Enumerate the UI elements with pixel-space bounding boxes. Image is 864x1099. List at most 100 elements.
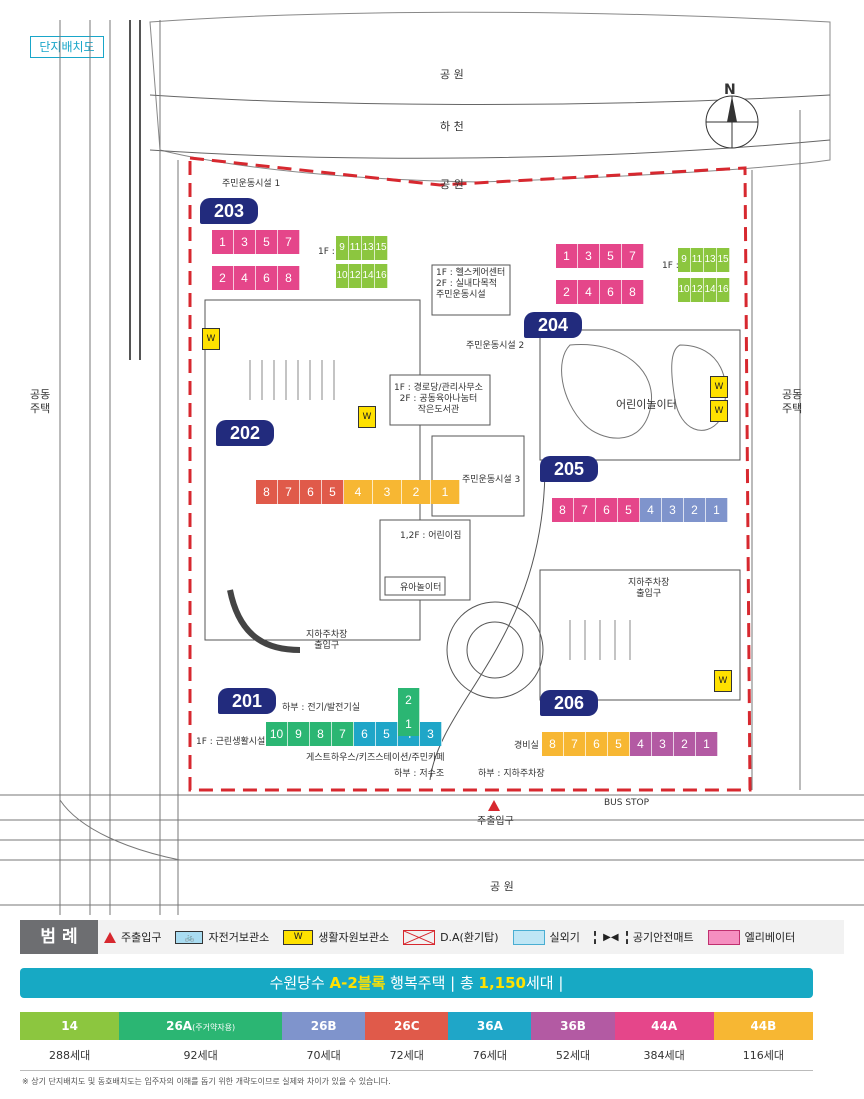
unit: 2 [212, 266, 234, 290]
unit: 5 [608, 732, 630, 756]
recycle-w-icon: W [283, 929, 314, 945]
recycle-w-icon: W [710, 400, 728, 422]
elevator-icon [707, 929, 740, 945]
parking-entrance-left-label: 지하주차장 출입구 [306, 630, 348, 651]
unit: 3 [373, 480, 402, 504]
unit: 5 [376, 722, 398, 746]
building-201-side-units: 2 1 [398, 688, 420, 736]
legend-entrance: 주출입구 [121, 931, 162, 944]
unit: 11 [349, 236, 362, 260]
unit: 8 [256, 480, 278, 504]
unit: 1 [212, 230, 234, 254]
retail-label: 1F : 근린생활시설 [196, 737, 266, 747]
legend-recycle: 생활자원보관소 [318, 931, 390, 944]
unit: 11 [691, 248, 704, 272]
building-203-badge[interactable]: 203 [200, 198, 258, 224]
type-header: 36A [448, 1012, 532, 1040]
health-label: 1F : 헬스케어센터 2F : 실내다목적 주민운동시설 [436, 268, 506, 300]
building-204-small-top: 9 11 13 15 [678, 248, 730, 272]
legend-ventilation: D.A(환기탑) [440, 931, 499, 944]
unit: 14 [362, 264, 375, 288]
type-count: 76세대 [448, 1040, 532, 1071]
recycle-w-icon: W [714, 670, 732, 692]
unit: 7 [622, 244, 644, 268]
unit: 6 [600, 280, 622, 304]
park-bottom-label: 공 원 [490, 880, 514, 893]
unit: 9 [678, 248, 691, 272]
type-note: (주거약자용) [192, 1023, 236, 1032]
building-204-small-bottom: 10 12 14 16 [678, 278, 730, 302]
building-201-badge[interactable]: 201 [218, 688, 276, 714]
unit: 5 [618, 498, 640, 522]
unit: 6 [300, 480, 322, 504]
building-202-badge[interactable]: 202 [216, 420, 274, 446]
recycle-w-icon: W [710, 376, 728, 398]
main-entrance-label: 주출입구 [477, 816, 514, 827]
unit: 3 [234, 230, 256, 254]
unit: 1 [706, 498, 728, 522]
legend-bicycle: 자전거보관소 [208, 931, 270, 944]
unit: 4 [234, 266, 256, 290]
unit: 6 [354, 722, 376, 746]
unit: 12 [349, 264, 362, 288]
type-count: 116세대 [713, 1040, 813, 1071]
unit: 1 [431, 480, 460, 504]
housing-left-label: 공동 주택 [30, 388, 51, 415]
page-tag: 단지배치도 [30, 36, 104, 58]
unit: 10 [336, 264, 349, 288]
unit: 3 [420, 722, 442, 746]
building-203-small-bottom: 10 12 14 16 [336, 264, 388, 288]
unit: 7 [332, 722, 354, 746]
outdoor-unit-icon [512, 929, 545, 945]
park-top-label: 공 원 [440, 68, 464, 81]
footnote: ※ 상기 단지배치도 및 동호배치도는 입주자의 이해를 돕기 위한 개략도이므… [22, 1077, 391, 1086]
playground-label: 어린이놀이터 [616, 398, 677, 411]
unit: 14 [704, 278, 717, 302]
unit: 4 [640, 498, 662, 522]
type-count: 384세대 [614, 1040, 714, 1071]
unit: 1 [696, 732, 718, 756]
ventilation-tower-icon [403, 929, 436, 945]
type-header: 36B [531, 1012, 615, 1040]
bicycle-icon: 🚲 [175, 930, 204, 944]
fitness3-label: 주민운동시설 3 [462, 475, 521, 485]
type-count: 92세대 [119, 1040, 283, 1071]
unit: 1 [398, 712, 420, 736]
building-203-small-top: 9 11 13 15 [336, 236, 388, 260]
legend-safety-mat: 공기안전매트 [632, 931, 694, 944]
building-203-units-top: 1 3 5 7 [212, 230, 300, 254]
guesthouse-label: 게스트하우스/키즈스테이션/주민카페 [306, 753, 445, 763]
north-label: N [724, 82, 736, 98]
building-204-badge[interactable]: 204 [524, 312, 582, 338]
kids-play-label: 유아놀이터 [400, 583, 442, 593]
safety-mat-icon: ▶◀ [593, 930, 628, 944]
unit: 16 [717, 278, 730, 302]
unit: 3 [662, 498, 684, 522]
unit: 5 [256, 230, 278, 254]
unit: 8 [622, 280, 644, 304]
type-header: 44B [713, 1012, 813, 1040]
unit: 4 [630, 732, 652, 756]
type-header: 14 [20, 1012, 120, 1040]
building-203-units-bottom: 2 4 6 8 [212, 266, 300, 290]
unit: 1 [556, 244, 578, 268]
unit: 16 [375, 264, 388, 288]
recycle-w-icon: W [358, 406, 376, 428]
unit-type-table: 14 26A(주거약자용) 26B 26C 36A 36B 44A 44B 28… [20, 1012, 813, 1071]
building-206-badge[interactable]: 206 [540, 690, 598, 716]
unit: 8 [310, 722, 332, 746]
building-204-units-top: 1 3 5 7 [556, 244, 644, 268]
guard-label: 경비실 [514, 741, 539, 751]
building-204-units-bottom: 2 4 6 8 [556, 280, 644, 304]
unit: 10 [678, 278, 691, 302]
unit: 13 [362, 236, 375, 260]
unit: 2 [398, 688, 420, 712]
unit: 3 [578, 244, 600, 268]
summary-banner: 수원당수 A-2블록 행복주택 | 총 1,150세대 | [20, 968, 813, 998]
building-205-badge[interactable]: 205 [540, 456, 598, 482]
fitness2-label: 주민운동시설 2 [466, 341, 525, 351]
unit: 6 [596, 498, 618, 522]
entrance-triangle-icon [104, 931, 116, 943]
fitness1-label: 주민운동시설 1 [222, 179, 281, 189]
site-map [0, 11, 864, 915]
